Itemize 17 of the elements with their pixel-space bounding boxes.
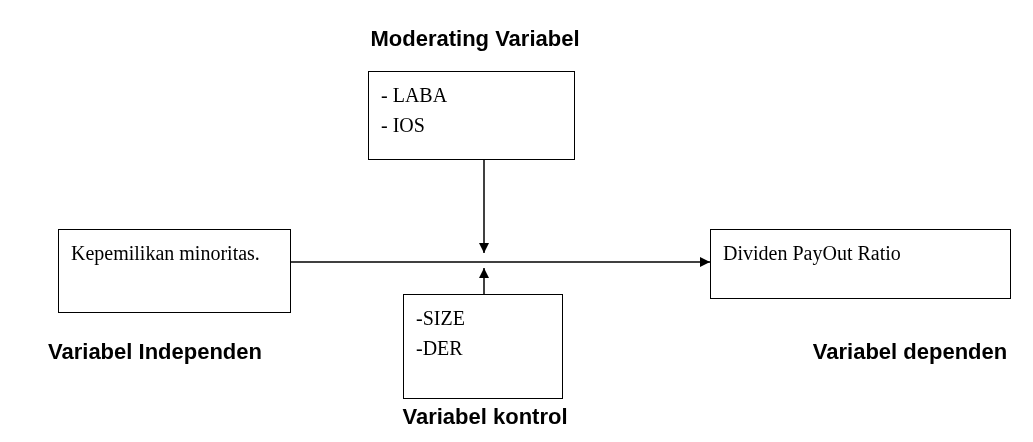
variable-text: - IOS xyxy=(381,113,426,138)
variable-text: -SIZE xyxy=(416,306,466,331)
variable-text: -DER xyxy=(416,336,464,361)
variable-box xyxy=(710,229,1011,299)
variable-text: Kepemilikan minoritas. xyxy=(71,241,261,267)
arrow xyxy=(479,267,489,295)
arrow xyxy=(290,257,711,267)
variable-text: Dividen PayOut Ratio xyxy=(723,241,902,267)
variable-text: - LABA xyxy=(381,83,449,108)
variable-box xyxy=(368,71,575,160)
variable-heading: Variabel dependen xyxy=(812,339,1008,364)
variable-heading: Variabel kontrol xyxy=(402,404,568,429)
variable-box xyxy=(403,294,563,399)
variable-box xyxy=(58,229,291,313)
arrow xyxy=(479,159,489,254)
variable-heading: Variabel Independen xyxy=(48,339,262,364)
variable-heading: Moderating Variabel xyxy=(370,26,580,51)
